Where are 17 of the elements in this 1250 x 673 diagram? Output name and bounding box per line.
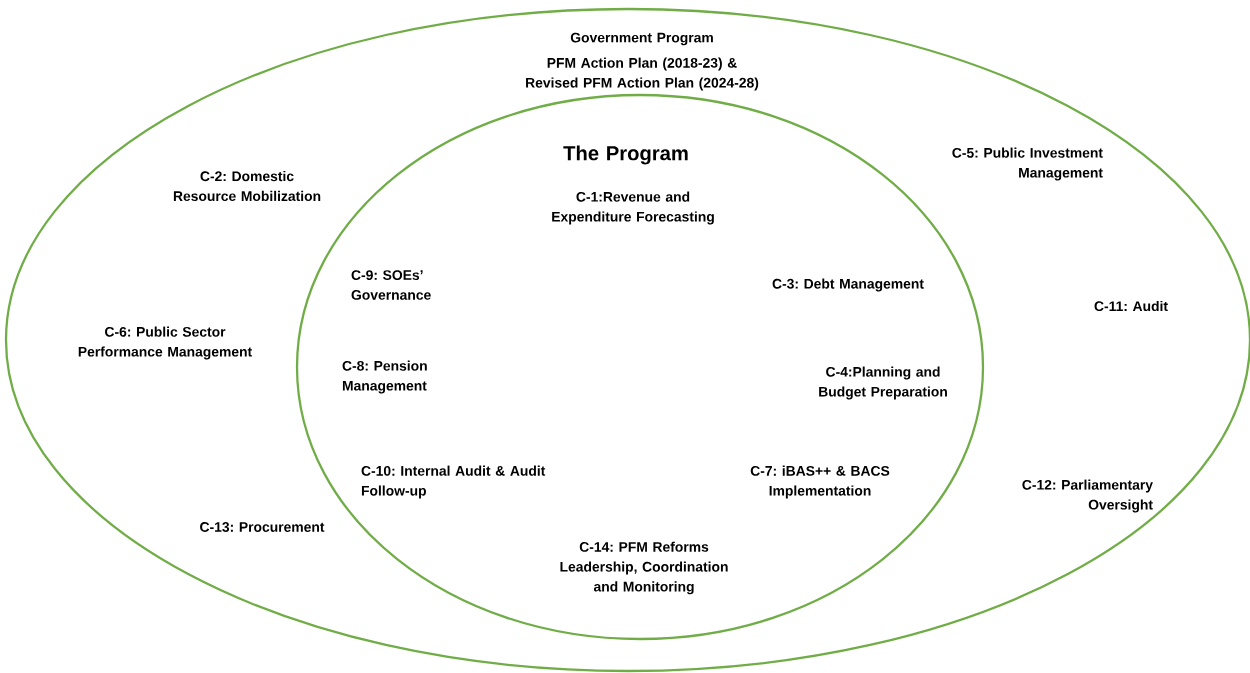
component-label: PFM Action Plan (2018-23) & Revised PFM Action Plan (2024-28)	[526, 57, 759, 91]
heading: The Program	[563, 145, 688, 165]
component-label: C-12: Parliamentary Oversight	[1022, 479, 1153, 513]
component-label: C-14: PFM Reforms Leadership, Coordination and Monitoring	[560, 541, 728, 595]
heading: Government Program	[570, 32, 713, 46]
component-label: C-4:Planning and Budget Preparation	[819, 366, 947, 400]
component-label: C-11: Audit	[1094, 300, 1168, 312]
component-label: C-2: Domestic Resource Mobilization	[173, 170, 321, 201]
component-label: C-6: Public Sector Performance Management	[78, 326, 252, 360]
component-label: C-10: Internal Audit & Audit Follow-up	[361, 465, 546, 499]
component-label: C-13: Procurement	[200, 522, 325, 532]
component-label: C-1:Revenue and Expenditure Forecasting	[552, 191, 714, 225]
component-label: C-7: iBAS++ & BACS Implementation	[750, 465, 890, 499]
component-label: C-5: Public Investment Management	[952, 147, 1103, 181]
component-label: C-9: SOEs’ Governance	[351, 270, 431, 300]
component-label: C-8: Pension Management	[342, 360, 427, 394]
component-label: C-3: Debt Management	[772, 278, 924, 292]
